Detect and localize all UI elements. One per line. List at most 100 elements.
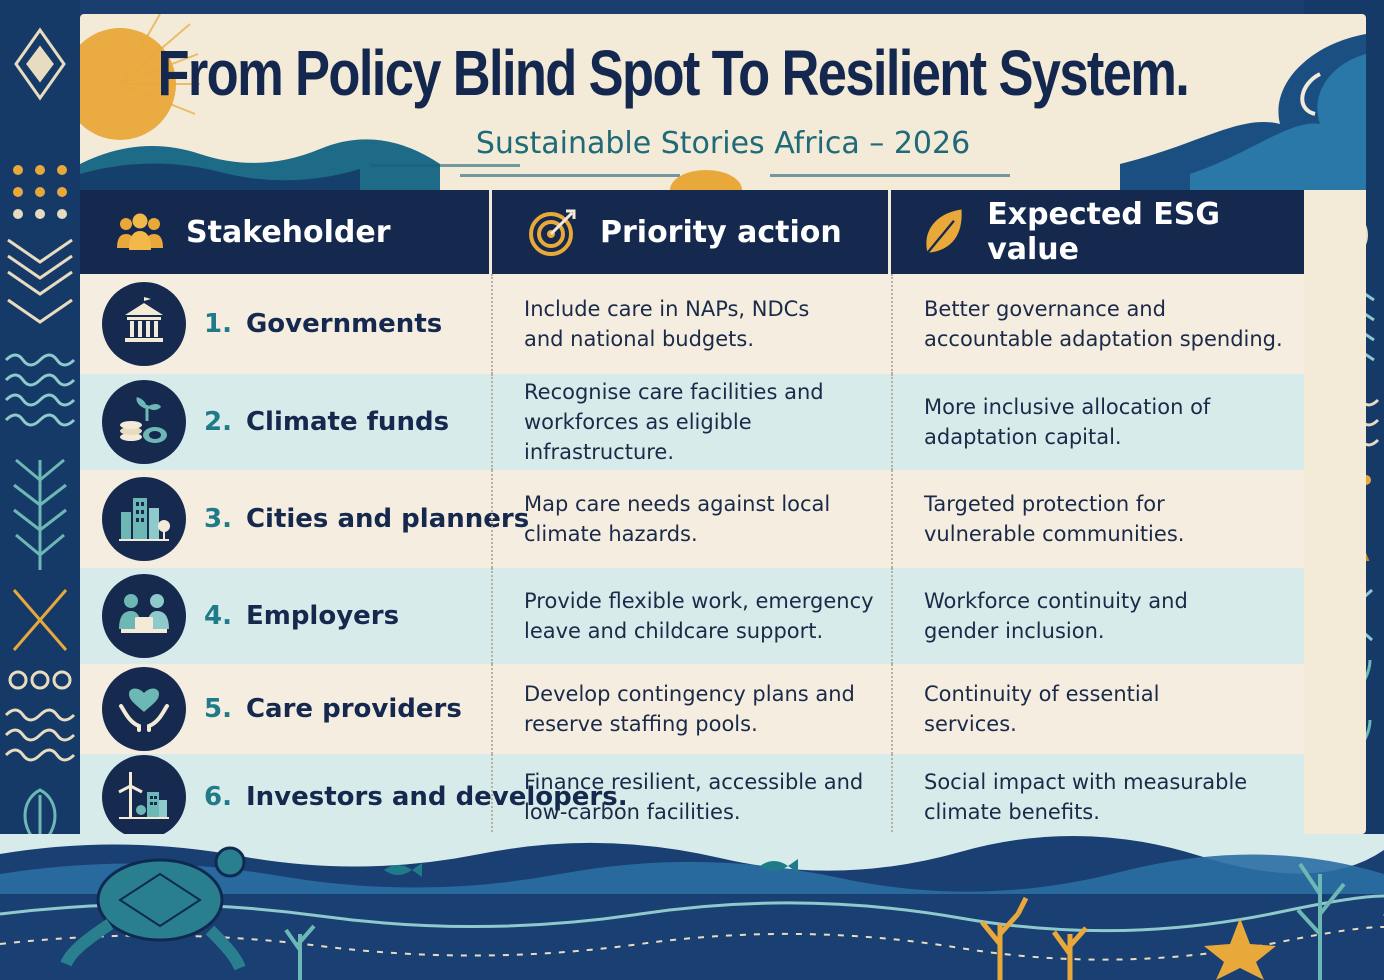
priority-action-line: Finance resilient, accessible and	[524, 770, 864, 794]
column-divider	[891, 470, 893, 568]
column-divider	[891, 374, 893, 470]
priority-action-line: and national budgets.	[524, 327, 755, 351]
column-divider	[491, 664, 493, 754]
column-divider	[491, 568, 493, 664]
stakeholder-label: Investors and developers.	[245, 782, 628, 812]
column-divider	[891, 568, 893, 664]
table-header: Stakeholder Priority action E	[80, 190, 1304, 274]
esg-value-line: adaptation capital.	[924, 425, 1122, 449]
table-row: 2. Climate funds Recognise care facilities…	[80, 374, 1304, 470]
column-divider	[491, 274, 493, 374]
target-arrow-icon	[529, 209, 576, 256]
esg-value-line: More inclusive allocation of	[924, 395, 1211, 419]
column-header-stakeholder-label: Stakeholder	[186, 214, 391, 250]
column-header-priority-action: Priority action	[528, 190, 888, 274]
row-number: 5.	[204, 694, 232, 724]
wind-turbine-icon-badge	[102, 755, 186, 839]
table-row: 6. Investors and developers.Finance resil…	[80, 754, 1304, 840]
header-divider	[888, 190, 891, 274]
priority-action-cell: Finance resilient, accessible and low-car…	[524, 754, 884, 840]
table-row: 1. Governments Include care in NAPs, NDCs a…	[80, 274, 1304, 374]
esg-value-line: Continuity of essential	[924, 682, 1160, 706]
heart-hands-icon-badge	[102, 667, 186, 751]
priority-action-line: leave and childcare support.	[524, 619, 824, 643]
row-number: 3.	[204, 504, 232, 534]
turtle-icon	[60, 846, 246, 971]
priority-action-line: low-carbon facilities.	[524, 800, 741, 824]
coins-sprout-icon	[117, 395, 171, 449]
priority-action-line: Recognise care facilities and	[524, 380, 824, 404]
stakeholder-label: Governments	[245, 309, 443, 339]
priority-action-cell: Provide flexible work, emergency leave an…	[524, 568, 884, 664]
column-header-priority-action-label: Priority action	[600, 214, 842, 250]
esg-value-line: gender inclusion.	[924, 619, 1105, 643]
priority-action-line: Include care in NAPs, NDCs	[524, 297, 810, 321]
esg-value-line: accountable adaptation spending.	[924, 327, 1283, 351]
stakeholder-name: 6. Investors and developers.	[204, 754, 628, 840]
page-title: From Policy Blind Spot To Resilient Syst…	[157, 37, 1189, 109]
priority-action-line: reserve staffing pools.	[524, 712, 758, 736]
row-number: 4.	[204, 601, 232, 631]
stakeholder-name: 5. Care providers	[204, 664, 462, 754]
esg-value-cell: Better governance and accountable adaptat…	[924, 274, 1300, 374]
header-decoration	[80, 14, 1366, 190]
esg-value-cell: Continuity of essential services.	[924, 664, 1300, 754]
left-pattern-border	[0, 0, 80, 980]
stakeholder-name: 1. Governments	[204, 274, 442, 374]
heart-hands-icon	[117, 682, 171, 736]
column-header-stakeholder: Stakeholder	[116, 190, 486, 274]
city-buildings-icon-badge	[102, 477, 186, 561]
coins-sprout-icon-badge	[102, 380, 186, 464]
workers-desk-icon-badge	[102, 574, 186, 658]
priority-action-line: Provide flexible work, emergency	[524, 589, 874, 613]
row-number: 6.	[204, 782, 232, 812]
column-divider	[491, 374, 493, 470]
priority-action-line: climate hazards.	[524, 522, 698, 546]
esg-value-cell: Targeted protection for vulnerable commun…	[924, 470, 1300, 568]
esg-value-line: climate benefits.	[924, 800, 1100, 824]
esg-value-cell: Workforce continuity and gender inclusion…	[924, 568, 1300, 664]
esg-value-cell: More inclusive allocation of adaptation c…	[924, 374, 1300, 470]
column-divider	[491, 470, 493, 568]
column-divider	[891, 664, 893, 754]
leaf-icon	[926, 209, 962, 254]
header: From Policy Blind Spot To Resilient Syst…	[80, 14, 1366, 190]
stakeholder-label: Employers	[245, 601, 400, 631]
row-number: 2.	[204, 407, 232, 437]
table-row: 4. Employers Provide flexible work, emerge…	[80, 568, 1304, 664]
priority-action-cell: Develop contingency plans and reserve sta…	[524, 664, 884, 754]
esg-value-line: vulnerable communities.	[924, 522, 1185, 546]
row-number: 1.	[204, 309, 232, 339]
stakeholder-name: 2. Climate funds	[204, 374, 449, 470]
stakeholder-name: 3. Cities and planners	[204, 470, 529, 568]
ocean-decoration	[0, 834, 1384, 980]
esg-value-line: Targeted protection for	[924, 492, 1165, 516]
priority-action-cell: Map care needs against local climate haza…	[524, 470, 884, 568]
people-group-icon	[117, 213, 163, 250]
column-header-esg-value-label: Expected ESG value	[987, 197, 1220, 267]
wind-turbine-icon	[117, 770, 171, 824]
column-divider	[891, 274, 893, 374]
column-divider	[891, 754, 893, 840]
city-buildings-icon	[117, 492, 171, 546]
table-row: 5. Care providers Develop contingency plan…	[80, 664, 1304, 754]
esg-value-line: Better governance and	[924, 297, 1166, 321]
government-building-icon-badge	[102, 282, 186, 366]
priority-action-line: Develop contingency plans and	[524, 682, 855, 706]
column-header-esg-value: Expected ESG value	[922, 190, 1302, 274]
esg-value-line: services.	[924, 712, 1017, 736]
stakeholder-label: Climate funds	[245, 407, 450, 437]
stakeholder-label: Care providers	[245, 694, 462, 724]
priority-action-cell: Include care in NAPs, NDCs and national b…	[524, 274, 884, 374]
header-divider	[489, 190, 492, 274]
priority-action-line: Map care needs against local	[524, 492, 831, 516]
stakeholder-name: 4. Employers	[204, 568, 399, 664]
stakeholder-label: Cities and planners	[245, 504, 530, 534]
esg-value-line: Workforce continuity and	[924, 589, 1188, 613]
workers-desk-icon	[117, 589, 171, 643]
government-building-icon	[119, 297, 169, 351]
